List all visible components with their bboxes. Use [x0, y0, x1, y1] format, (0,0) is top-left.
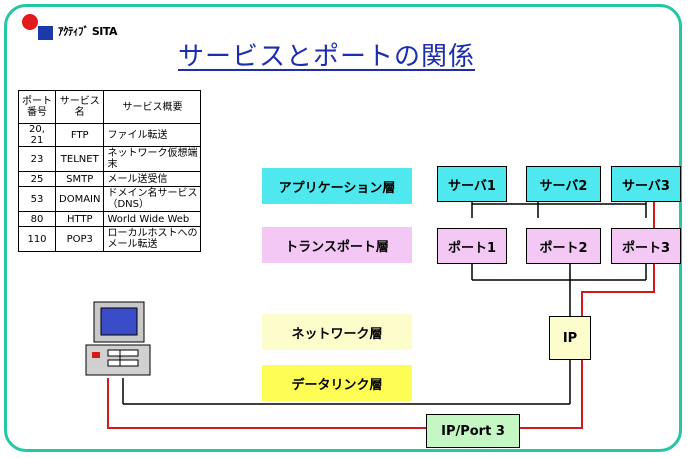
desc-cell: ネットワーク仮想端末 [103, 146, 202, 172]
logo-text: ｱｸﾃｨﾌﾞ SITA [58, 25, 118, 38]
table-row: 25 SMTP メール送受信 [18, 171, 202, 187]
logo-dot [22, 14, 38, 30]
client-computer-icon [85, 301, 151, 376]
service-cell: FTP [54, 123, 105, 147]
ip-box: IP [549, 316, 591, 360]
table-row: 110 POP3 ローカルホストへのメール転送 [18, 226, 202, 252]
port-3-box: ポート3 [611, 228, 681, 264]
port-cell: 110 [18, 226, 56, 252]
server-1-box: サーバ1 [437, 166, 507, 202]
layer-network: ネットワーク層 [262, 314, 412, 350]
service-cell: POP3 [54, 226, 105, 252]
port-1-box: ポート1 [437, 228, 507, 264]
desc-cell: ローカルホストへのメール転送 [103, 226, 202, 252]
desc-cell: ドメイン名サービス（DNS） [103, 186, 202, 212]
layer-transport: トランスポート層 [262, 227, 412, 263]
port-cell: 20, 21 [18, 123, 56, 147]
layer-datalink: データリンク層 [262, 365, 412, 401]
port-2-box: ポート2 [526, 228, 601, 264]
table-row: 20, 21 FTP ファイル転送 [18, 123, 202, 147]
route-to-server3 [107, 178, 655, 429]
server-3-box: サーバ3 [611, 166, 681, 202]
ip-port3-box: IP/Port 3 [426, 414, 520, 448]
port-cell: 53 [18, 186, 56, 212]
port-service-table: ポート番号 サービス名 サービス概要 20, 21 FTP ファイル転送 23 … [18, 90, 202, 252]
port-cell: 23 [18, 146, 56, 172]
table-header-row: ポート番号 サービス名 サービス概要 [18, 90, 202, 124]
table-row: 53 DOMAIN ドメイン名サービス（DNS） [18, 186, 202, 212]
page-title: サービスとポートの関係 [178, 42, 476, 72]
server-2-box: サーバ2 [526, 166, 601, 202]
layer-application: アプリケーション層 [262, 168, 412, 204]
desc-cell: ファイル転送 [103, 123, 202, 147]
logo-square [38, 26, 53, 40]
